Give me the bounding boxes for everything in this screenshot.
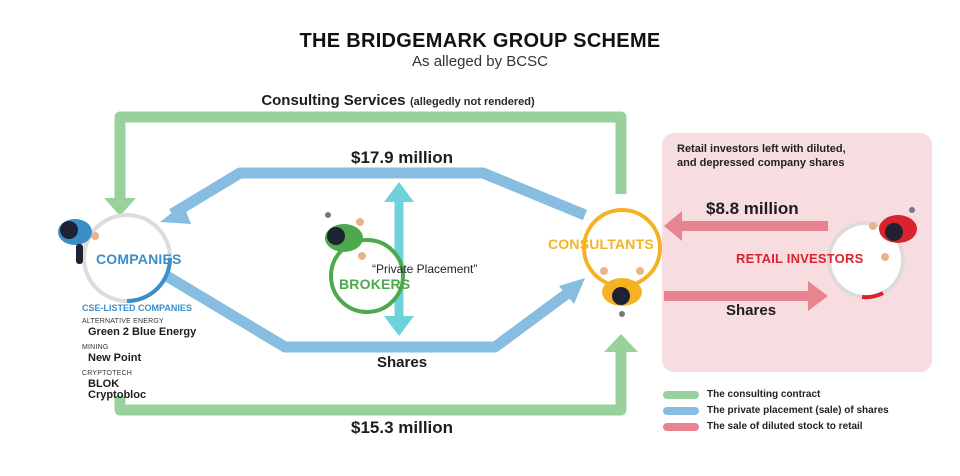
company-category: CRYPTOTECH — [82, 370, 132, 377]
legend-swatch — [663, 390, 699, 399]
consulting-services-label: Consulting Services — [261, 92, 406, 109]
placement-money-arrow — [169, 167, 588, 221]
consulting-services-arrow — [114, 111, 627, 200]
companies-person-icon — [58, 219, 99, 264]
company-name: Green 2 Blue Energy — [88, 326, 197, 338]
consulting-services-caption: Consulting Services (allegedly not rende… — [0, 92, 796, 110]
consulting-payment-arrow — [114, 350, 627, 416]
placement-money-arrowhead — [160, 204, 191, 224]
company-name: Cryptobloc — [88, 389, 147, 401]
brokers-node — [329, 238, 405, 314]
legend-item-retail: The sale of diluted stock to retail — [663, 421, 863, 432]
retail-note-line-2: and depressed company shares — [677, 157, 845, 169]
placement-amount-label: $17.9 million — [351, 148, 454, 167]
legend-swatch — [663, 422, 699, 431]
companies-list-heading: CSE-LISTED COMPANIES — [82, 303, 192, 313]
legend-item-consulting: The consulting contract — [663, 389, 820, 400]
company-name: BLOK — [88, 378, 120, 390]
retail-ring-accent — [861, 291, 884, 300]
companies-label: COMPANIES — [96, 251, 182, 267]
broker-up-arrowhead — [384, 182, 414, 202]
placement-shares-arrowhead — [559, 278, 585, 304]
broker-down-arrowhead — [384, 316, 414, 336]
retail-amount-label: $8.8 million — [706, 199, 799, 218]
company-group-cryptotech: CRYPTOTECH BLOK Cryptobloc — [82, 368, 196, 401]
company-group-mining: MINING New Point — [82, 342, 196, 364]
companies-list: CSE-LISTED COMPANIES ALTERNATIVE ENERGY … — [82, 303, 196, 401]
legend-item-placement: The private placement (sale) of shares — [663, 405, 889, 416]
placement-shares-arrow — [162, 270, 576, 353]
legend-label: The consulting contract — [707, 389, 821, 400]
legend-label: The sale of diluted stock to retail — [707, 421, 863, 432]
diagram-subtitle: As alleged by BCSC — [412, 53, 548, 70]
consultants-label: CONSULTANTS — [548, 236, 654, 252]
company-category: MINING — [82, 344, 109, 351]
retail-person-icon — [869, 207, 917, 261]
brokers-person-icon — [325, 212, 366, 260]
retail-investors-label: RETAIL INVESTORS — [736, 251, 864, 266]
diagram-title: THE BRIDGEMARK GROUP SCHEME — [299, 30, 661, 52]
company-group-energy: ALTERNATIVE ENERGY Green 2 Blue Energy — [82, 316, 196, 338]
legend-label: The private placement (sale) of shares — [707, 405, 889, 416]
legend-swatch — [663, 406, 699, 415]
consulting-payment-arrowhead — [604, 334, 638, 352]
consulting-services-note: (allegedly not rendered) — [409, 96, 535, 108]
retail-shares-label: Shares — [726, 302, 777, 319]
consulting-services-arrowhead — [104, 198, 136, 216]
company-name: New Point — [88, 352, 142, 364]
private-placement-label: “Private Placement” — [372, 262, 478, 276]
placement-shares-label: Shares — [377, 354, 428, 371]
company-category: ALTERNATIVE ENERGY — [82, 318, 164, 325]
retail-shares-arrowhead — [808, 281, 828, 311]
retail-note-line-1: Retail investors left with diluted, — [677, 143, 846, 155]
companies-ring-accent — [126, 257, 172, 303]
brokers-label: BROKERS — [339, 276, 411, 292]
retail-panel — [662, 133, 932, 372]
retail-money-arrowhead — [664, 211, 682, 241]
retail-note: Retail investors left with diluted, and … — [677, 142, 846, 170]
consulting-amount-label: $15.3 million — [351, 418, 454, 437]
consultants-person-icon — [600, 267, 644, 317]
